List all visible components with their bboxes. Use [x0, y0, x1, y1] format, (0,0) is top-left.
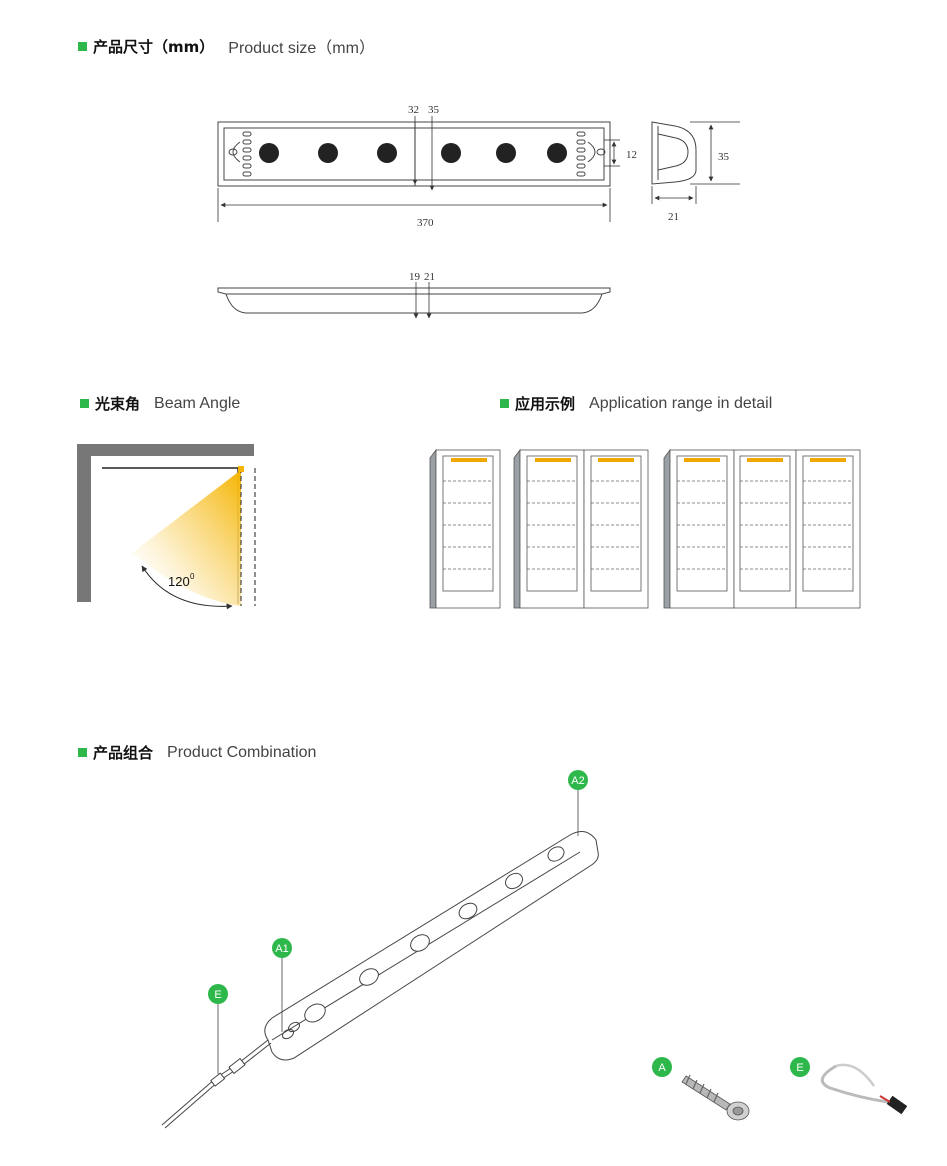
bullet-square: [78, 748, 87, 757]
led-5: [496, 143, 516, 163]
cable-coil: [820, 1064, 889, 1104]
cable-and-connector: [161, 1039, 272, 1129]
heading-en: Application range in detail: [589, 394, 773, 412]
dim-length: 370: [417, 217, 434, 229]
top-view-leds: [259, 143, 567, 163]
heading-cn: 光束角: [95, 395, 141, 413]
light-bar-3d: [264, 830, 599, 1061]
front-view-drawing: [217, 287, 611, 314]
bar-led-4: [458, 902, 478, 920]
heading-cn: 产品尺寸（mm）: [93, 37, 215, 56]
heading-product-size: 产品尺寸（mm） Product size（mm）: [78, 34, 375, 58]
right-pin-marks: [576, 131, 586, 177]
cable-part: [820, 1063, 908, 1115]
top-view-inner: [223, 127, 605, 181]
left-end-slot: [232, 141, 241, 163]
connector-plug: [210, 1072, 226, 1087]
bar-led-5: [505, 872, 523, 890]
bar-led-2: [359, 968, 379, 986]
heading-cn: 产品组合: [93, 744, 154, 762]
dim-height-small: 12: [626, 149, 637, 161]
side-view-outline: [651, 121, 697, 185]
screw-part: [681, 1074, 750, 1121]
leader-lines: [217, 790, 579, 1074]
bullet-square: [500, 399, 509, 408]
badge-a-screw: A: [652, 1057, 672, 1077]
screw-shaft: [681, 1075, 731, 1111]
led-4: [441, 143, 461, 163]
dim-top-b: 35: [428, 104, 440, 116]
bullet-square: [80, 399, 89, 408]
dim-side-height: 35: [718, 151, 730, 163]
heading-en: Product size（mm）: [228, 40, 375, 57]
svg-text:A: A: [658, 1062, 666, 1074]
application-cabinets: [429, 448, 861, 609]
badge-a1: A1: [272, 938, 292, 958]
led-2: [318, 143, 338, 163]
light-source: [238, 466, 244, 472]
connector: [228, 1057, 246, 1075]
beam-angle-value: 120: [168, 574, 190, 589]
front-dimension-marks: [413, 282, 432, 319]
dim-front-a: 19: [409, 271, 421, 283]
badge-e-part: E: [790, 1057, 810, 1077]
cabinet-group-1: [429, 448, 501, 609]
front-view-outline: [217, 287, 611, 314]
top-view-outer: [217, 121, 611, 187]
dim-side-width: 21: [668, 211, 679, 223]
heading-beam-angle: 光束角 Beam Angle: [80, 393, 240, 414]
heading-cn: 应用示例: [515, 395, 576, 413]
side-view-drawing: [651, 121, 697, 185]
screw-threads: [685, 1074, 719, 1103]
beam-angle-arc: [141, 565, 233, 610]
led-3: [377, 143, 397, 163]
cable-line-1: [161, 1039, 269, 1126]
bar-led-3: [410, 934, 430, 952]
cabinet-group-3: [663, 448, 861, 609]
dim-top-a: 32: [408, 104, 419, 116]
dim-front-b: 21: [424, 271, 435, 283]
bar-led-6: [547, 846, 565, 862]
heading-en: Beam Angle: [154, 394, 241, 412]
beam-angle-unit: 0: [190, 572, 195, 581]
right-end-slot: [587, 141, 596, 163]
cabinet-shelves: [443, 480, 853, 570]
badge-e-cable: E: [208, 984, 228, 1004]
cabinet-group-2: [513, 448, 649, 609]
left-pin-marks: [242, 131, 252, 177]
beam-angle-diagram: 120 0: [77, 444, 256, 610]
heading-en: Product Combination: [167, 743, 317, 761]
right-end-hole: [596, 148, 606, 156]
top-dimension-marks: [217, 116, 620, 222]
bar-led-1: [304, 1003, 326, 1023]
bullet-square: [78, 41, 87, 51]
svg-text:A1: A1: [275, 943, 288, 955]
badge-a2: A2: [568, 770, 588, 790]
svg-text:E: E: [214, 989, 221, 1001]
side-dimension-marks: [651, 121, 740, 204]
cable-plug: [886, 1095, 908, 1115]
heading-application: 应用示例 Application range in detail: [500, 393, 772, 414]
left-end-hole: [228, 148, 238, 156]
heading-combination: 产品组合 Product Combination: [78, 742, 316, 763]
led-1: [259, 143, 279, 163]
bar-end-hole: [281, 1028, 295, 1040]
side-view-inner: [657, 133, 689, 171]
light-bar-body: [264, 830, 599, 1061]
svg-text:A2: A2: [571, 775, 584, 787]
svg-text:E: E: [796, 1062, 803, 1074]
cable-line-2: [164, 1042, 272, 1129]
led-6: [547, 143, 567, 163]
